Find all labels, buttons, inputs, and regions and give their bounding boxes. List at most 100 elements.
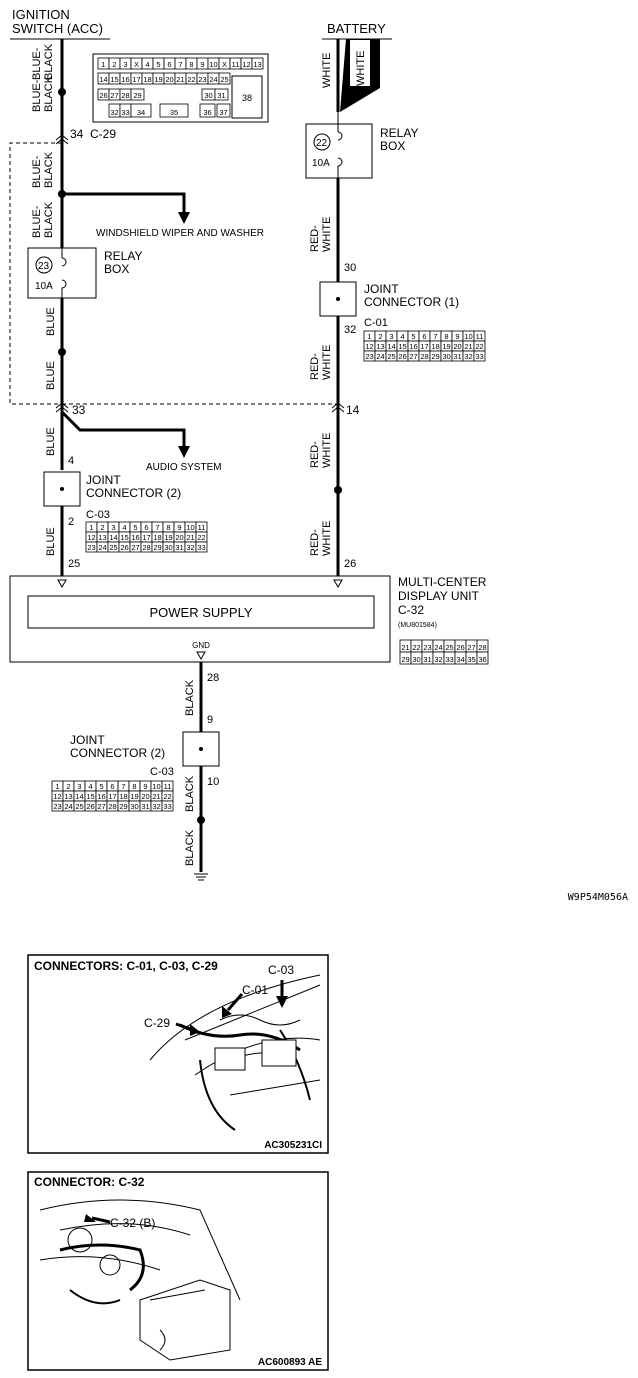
joint-connector-pin: 7 <box>121 782 125 791</box>
c29-pin: 29 <box>133 91 141 100</box>
c29-pin: 26 <box>99 91 107 100</box>
wire-color-label: BLACK <box>184 679 196 716</box>
c32-pin: 26 <box>456 643 464 652</box>
wire-color-label: BLUE- <box>31 205 43 238</box>
c32-pin: 23 <box>423 643 431 652</box>
fuse-number-circle <box>313 133 331 151</box>
joint2-label: JOINT <box>70 733 105 747</box>
joint-connector-pin: 1 <box>367 332 371 341</box>
joint-connector-pin: 10 <box>464 332 472 341</box>
c32-pin: 28 <box>478 643 486 652</box>
c29-pin: 16 <box>121 75 129 84</box>
c29-pin: 5 <box>156 60 160 69</box>
c29-pin: 13 <box>253 60 261 69</box>
joint-connector-pin: 22 <box>475 342 483 351</box>
joint1-label: JOINT <box>364 282 399 296</box>
joint-connector-pin: 29 <box>119 802 127 811</box>
c29-pin: 36 <box>203 108 211 117</box>
joint-connector-pin: 11 <box>476 332 484 341</box>
joint-connector-pin: 14 <box>75 792 83 801</box>
pin-34: 34 <box>70 127 84 141</box>
joint-connector-pin: 17 <box>108 792 116 801</box>
joint-connector-pin: 3 <box>111 523 115 532</box>
joint-connector-pin: 23 <box>87 543 95 552</box>
connector-location-photo-1: CONNECTORS: C-01, C-03, C-29 C-03 C-01 C… <box>27 954 329 1154</box>
joint-connector-pin: 16 <box>409 342 417 351</box>
c29-pin: 15 <box>110 75 118 84</box>
joint-connector-pin: 2 <box>100 523 104 532</box>
wire-color-label: BLUE <box>45 307 57 336</box>
joint-connector-pin: 26 <box>86 802 94 811</box>
joint-connector-pin: 8 <box>132 782 136 791</box>
joint-connector-pin: 21 <box>152 792 160 801</box>
c29-pin: 2 <box>112 60 116 69</box>
connector-mark <box>55 134 69 145</box>
relay-box-label-2: BOX <box>380 139 405 153</box>
joint-connector-pin: 22 <box>197 533 205 542</box>
joint-connector-pin: 27 <box>409 352 417 361</box>
joint-connector-pin: 1 <box>89 523 93 532</box>
c29-pin: 6 <box>167 60 171 69</box>
wire-color-label: BLACK <box>43 151 55 188</box>
c29-pin: 7 <box>178 60 182 69</box>
joint-connector-pin: 4 <box>122 523 126 532</box>
c29-cell <box>159 103 189 118</box>
fuse-22: 22 <box>316 138 328 149</box>
fuse-symbol <box>61 248 67 298</box>
joint-connector-pin: 15 <box>86 792 94 801</box>
joint-connector-pin: 30 <box>164 543 172 552</box>
joint-connector-pin: 19 <box>130 792 138 801</box>
fuse-symbol <box>337 112 343 178</box>
wire-color-label: BLACK <box>184 829 196 866</box>
joint-connector-pin: 28 <box>420 352 428 361</box>
joint-connector-cell <box>161 800 174 812</box>
c32-pin: 27 <box>467 643 475 652</box>
photo1-c29: C-29 <box>144 1016 170 1030</box>
relay-box-outline <box>9 142 62 405</box>
joint-connector-pin: 5 <box>411 332 415 341</box>
c03-label: C-03 <box>150 766 174 778</box>
c29-pin: 34 <box>137 108 145 117</box>
joint-connector-pin: 21 <box>464 342 472 351</box>
joint-connector-pin: 31 <box>175 543 183 552</box>
c32-pin: 36 <box>478 655 486 664</box>
joint-connector-pin: 19 <box>164 533 172 542</box>
joint-connector-pin: 13 <box>376 342 384 351</box>
joint-connector-pin: 2 <box>66 782 70 791</box>
joint-connector-cell <box>473 350 486 362</box>
connector-location-photo-2: CONNECTOR: C-32 C-32 (B) AC600893 AE <box>27 1171 329 1371</box>
pin-32: 32 <box>344 324 356 336</box>
c29-pin: X <box>134 60 139 69</box>
joint-connector-pin: 8 <box>166 523 170 532</box>
joint-connector-pin: 7 <box>155 523 159 532</box>
photo2-c32b: C-32 (B) <box>110 1216 155 1230</box>
pin-26: 26 <box>344 558 356 570</box>
relay-box-label-2: BOX <box>104 262 129 276</box>
c32-pin: 30 <box>412 655 420 664</box>
amp-10a: 10A <box>35 281 53 292</box>
c29-pin: 23 <box>198 75 206 84</box>
joint-connector-pin: 17 <box>420 342 428 351</box>
joint2-label-2: CONNECTOR (2) <box>70 746 165 760</box>
joint-connector-pin: 33 <box>197 543 205 552</box>
amp-10a: 10A <box>312 158 330 169</box>
c29-pin: 17 <box>132 75 140 84</box>
joint-connector-pin: 6 <box>144 523 148 532</box>
joint-connector-pin: 26 <box>120 543 128 552</box>
wire-color-label: WHITE <box>321 521 333 556</box>
c32-pin: 33 <box>445 655 453 664</box>
c32-label: C-32 <box>398 603 424 617</box>
pin-25: 25 <box>68 558 80 570</box>
joint-connector-pin: 24 <box>64 802 72 811</box>
c32-pin: 32 <box>434 655 442 664</box>
wiper-label: WINDSHIELD WIPER AND WASHER <box>96 228 264 239</box>
joint-connector-pin: 20 <box>453 342 461 351</box>
joint-connector-pin: 29 <box>153 543 161 552</box>
pin-33: 33 <box>72 403 86 417</box>
wire-color-label: BLUE <box>45 427 57 456</box>
junction-dot <box>199 747 203 751</box>
c29-pin: 22 <box>187 75 195 84</box>
pin-2: 2 <box>68 516 74 528</box>
